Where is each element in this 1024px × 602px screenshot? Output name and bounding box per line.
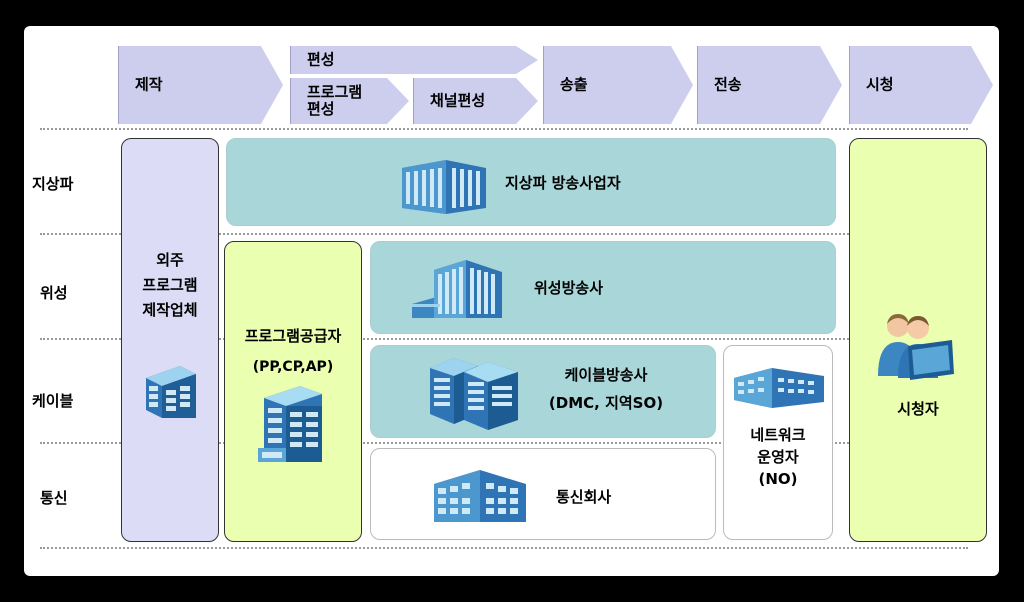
stage-scheduling-label: 편성 — [307, 50, 335, 69]
row-label-satellite: 위성 — [40, 284, 68, 302]
viewers-icon — [878, 314, 954, 380]
stage-program-scheduling-arrow: 프로그램 편성 — [290, 78, 409, 124]
outsourced-producer-box — [121, 138, 219, 542]
stage-transmission-out-arrow: 송출 — [543, 46, 693, 124]
row-label-terrestrial: 지상파 — [32, 175, 74, 193]
separator-line — [40, 128, 968, 130]
stage-production-label: 제작 — [135, 75, 163, 94]
office-building-icon — [734, 368, 824, 408]
stage-transmission-label: 전송 — [714, 75, 742, 94]
office-building-icon — [258, 386, 322, 462]
stage-viewing-arrow: 시청 — [849, 46, 993, 124]
stage-viewing-label: 시청 — [866, 75, 894, 94]
satellite-broadcaster-label: 위성방송사 — [534, 279, 604, 297]
stage-program-scheduling-label: 프로그램 편성 — [307, 83, 363, 118]
stage-production-arrow: 제작 — [118, 46, 283, 124]
cable-broadcaster-title: 케이블방송사 — [564, 366, 648, 384]
terrestrial-broadcaster-box — [226, 138, 836, 226]
row-label-telecom: 통신 — [40, 489, 68, 507]
office-building-icon — [402, 160, 486, 214]
program-provider-title: 프로그램공급자 — [244, 327, 342, 345]
separator-line — [40, 442, 968, 444]
viewer-box — [849, 138, 987, 542]
office-building-icon — [146, 366, 196, 418]
separator-line — [40, 547, 968, 549]
program-provider-subtitle: (PP,CP,AP) — [252, 359, 334, 375]
telecom-company-label: 통신회사 — [556, 488, 612, 506]
stage-channel-scheduling-label: 채널편성 — [430, 91, 486, 110]
outsourced-producer-label: 외주 프로그램 제작업체 — [142, 251, 198, 319]
cable-broadcaster-subtitle: (DMC, 지역SO) — [548, 394, 664, 412]
stage-channel-scheduling-arrow: 채널편성 — [413, 78, 538, 124]
cable-broadcaster-box — [370, 345, 716, 438]
office-building-icon — [434, 470, 526, 522]
row-label-cable: 케이블 — [32, 392, 74, 410]
server-building-icon — [430, 358, 518, 430]
telecom-company-box — [370, 448, 716, 540]
separator-line — [40, 233, 968, 235]
network-operator-label: 네트워크 운영자 (NO) — [750, 426, 806, 488]
stage-scheduling-arrow: 편성 — [290, 46, 538, 74]
stage-transmission-out-label: 송출 — [560, 75, 588, 94]
terrestrial-broadcaster-label: 지상파 방송사업자 — [505, 174, 621, 192]
viewer-label: 시청자 — [897, 400, 939, 418]
stage-transmission-arrow: 전송 — [697, 46, 842, 124]
separator-line — [40, 338, 968, 340]
office-building-icon — [412, 260, 502, 318]
